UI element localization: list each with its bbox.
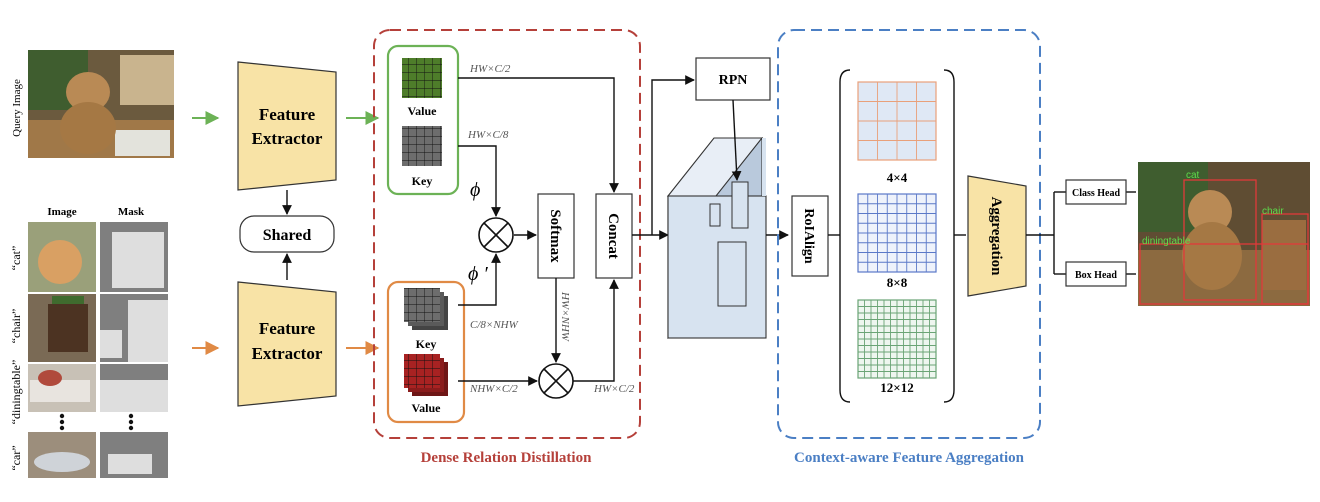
grid-4x4	[857, 81, 937, 161]
cfa-module-border	[777, 29, 1041, 439]
value-label-query: Value	[408, 104, 438, 118]
aggregation-block: Aggregation	[967, 175, 1027, 297]
feature-extractor-top-label-1: Feature	[259, 105, 316, 124]
shared-label: Shared	[263, 227, 312, 244]
shared-box: Shared	[239, 215, 335, 253]
feature-volume	[666, 137, 767, 339]
phi-label: ϕ	[470, 179, 480, 201]
support-image-diningtable	[28, 364, 96, 412]
key-map-support: Key	[404, 288, 448, 351]
dim-nhw-c2: NHW×C/2	[469, 383, 518, 395]
grid-4x4-label: 4×4	[887, 170, 908, 185]
aggregation-label: Aggregation	[988, 197, 1004, 277]
box-head-box: Box Head	[1065, 261, 1127, 287]
value-label-support: Value	[412, 401, 442, 415]
multiply-node-top	[478, 217, 514, 253]
value-map-support: Value	[404, 354, 448, 415]
drd-title: Dense Relation Distillation	[421, 450, 592, 466]
rpn-label: RPN	[719, 73, 748, 88]
ellipsis-dots-image	[59, 413, 65, 431]
head-connectors	[1026, 191, 1136, 275]
feature-extractor-bottom-label-1: Feature	[259, 319, 316, 338]
grid-8x8	[857, 193, 937, 273]
cfa-title: Context-aware Feature Aggregation	[794, 450, 1025, 466]
phi-prime-label: ϕ ′	[468, 263, 488, 285]
grid-8x8-label: 8×8	[887, 275, 908, 290]
dim-c8-nhw: C/8×NHW	[470, 319, 519, 331]
pooling-bracket	[839, 69, 955, 403]
mask-cat	[100, 222, 168, 292]
grid-12x12-label: 12×12	[880, 380, 913, 395]
class-label-car: “car”	[9, 445, 23, 470]
class-label-cat: “cat”	[9, 246, 23, 271]
support-set: Image Mask “cat” “chair” “diningtable” “…	[9, 206, 168, 478]
support-image-chair	[28, 294, 96, 362]
roialign-label: RoIAlign	[801, 208, 816, 263]
dim-hw-c2-bottom: HW×C/2	[593, 383, 635, 395]
key-label-support: Key	[416, 337, 437, 351]
class-label-chair: “chair”	[9, 309, 23, 344]
feature-extractor-top-label-2: Extractor	[252, 129, 323, 148]
dim-hw-c8: HW×C/8	[467, 129, 509, 141]
detection-label-diningtable: diningtable	[1142, 236, 1191, 247]
feature-extractor-bottom-label-2: Extractor	[252, 344, 323, 363]
dim-hw-c2-top: HW×C/2	[469, 63, 511, 75]
mask-chair	[100, 294, 168, 362]
multiply-node-bottom	[538, 363, 574, 399]
class-head-box: Class Head	[1065, 179, 1127, 205]
support-kv-box	[386, 280, 466, 424]
rpn-box: RPN	[695, 57, 771, 101]
query-kv-box	[386, 44, 460, 196]
class-label-diningtable: “diningtable”	[9, 360, 23, 425]
softmax-box: Softmax	[537, 193, 575, 279]
ellipsis-dots-mask	[128, 413, 134, 431]
mask-car	[100, 432, 168, 478]
drd-arrows	[458, 75, 695, 386]
support-image-cat	[28, 222, 96, 292]
box-head-label: Box Head	[1075, 270, 1117, 281]
concat-label: Concat	[605, 213, 621, 259]
detection-label-chair: chair	[1262, 206, 1284, 217]
detection-label-cat: cat	[1186, 170, 1200, 181]
key-label-query: Key	[412, 174, 433, 188]
dim-hw-nhw: HW×NHW	[559, 291, 571, 342]
mask-diningtable	[100, 364, 168, 412]
image-column-label: Image	[47, 206, 76, 218]
query-image	[28, 50, 174, 158]
value-map-query: Value	[402, 58, 442, 118]
rpn-arrow	[731, 99, 742, 181]
feature-extractor-top: Feature Extractor	[237, 61, 337, 191]
concat-box: Concat	[595, 193, 633, 279]
mask-column-label: Mask	[118, 206, 145, 218]
output-detection-image: cat chair diningtable	[1138, 162, 1310, 306]
class-head-label: Class Head	[1072, 188, 1121, 199]
grid-12x12	[857, 299, 937, 379]
support-image-car	[28, 432, 96, 478]
drd-module-border	[373, 29, 641, 439]
roialign-box: RoIAlign	[791, 195, 829, 277]
key-map-query: Key	[402, 126, 442, 188]
query-image-group: Query Image	[11, 50, 174, 158]
softmax-label: Softmax	[547, 209, 563, 263]
query-image-label: Query Image	[11, 79, 23, 137]
feature-extractor-bottom: Feature Extractor	[237, 281, 337, 407]
